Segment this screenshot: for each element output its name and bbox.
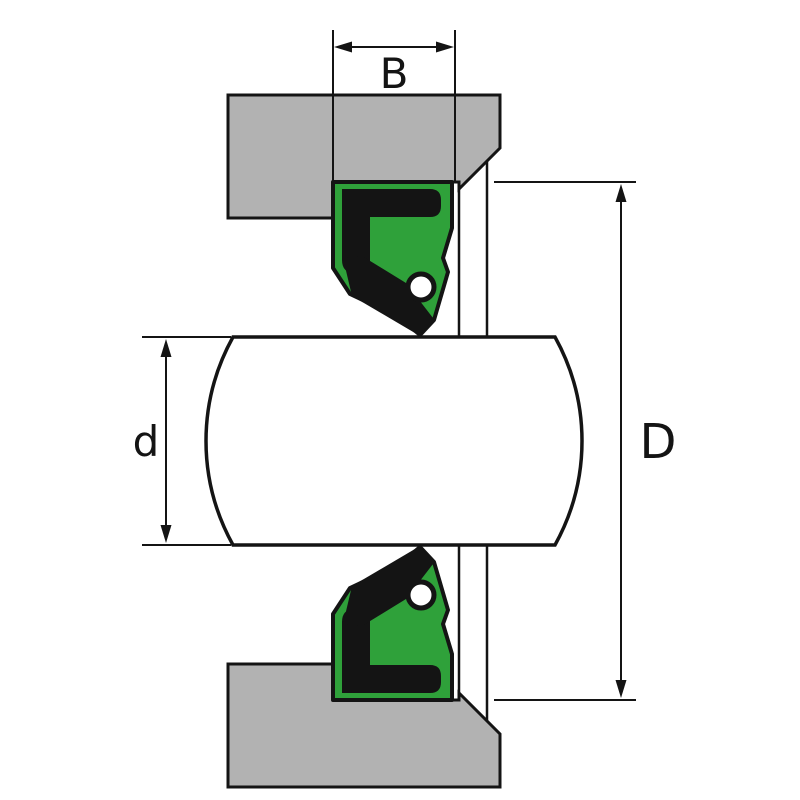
seal-lower [331,545,454,702]
garter-spring-upper [405,271,437,303]
dimension-width-label: B [380,49,409,98]
dimension-shaft-arrowhead-top [160,339,172,357]
seal-upper-lip [343,256,433,336]
dimension-outer-arrowhead-top [615,184,627,202]
dimension-shaft-diameter: d [133,336,231,546]
dimension-shaft-label: d [133,417,160,466]
seal-lower-case [342,609,441,693]
dimension-shaft-arrowhead-bottom [160,525,172,543]
seal-upper-case [342,189,441,273]
housing-upper [226,93,502,220]
seal-upper [331,180,454,337]
dimension-width-arrowhead-left [334,41,352,53]
garter-spring-lower [405,579,437,611]
housing-lower [226,662,502,789]
housing-lower-group [226,662,502,789]
dimension-outer-diameter: D [494,181,677,701]
shaft [204,335,584,547]
dimension-width: B [332,30,456,182]
dimension-outer-arrowhead-bottom [615,680,627,698]
seal-lower-lip [343,546,433,626]
dimension-outer-label: D [640,414,677,470]
dimension-width-arrowhead-right [436,41,454,53]
